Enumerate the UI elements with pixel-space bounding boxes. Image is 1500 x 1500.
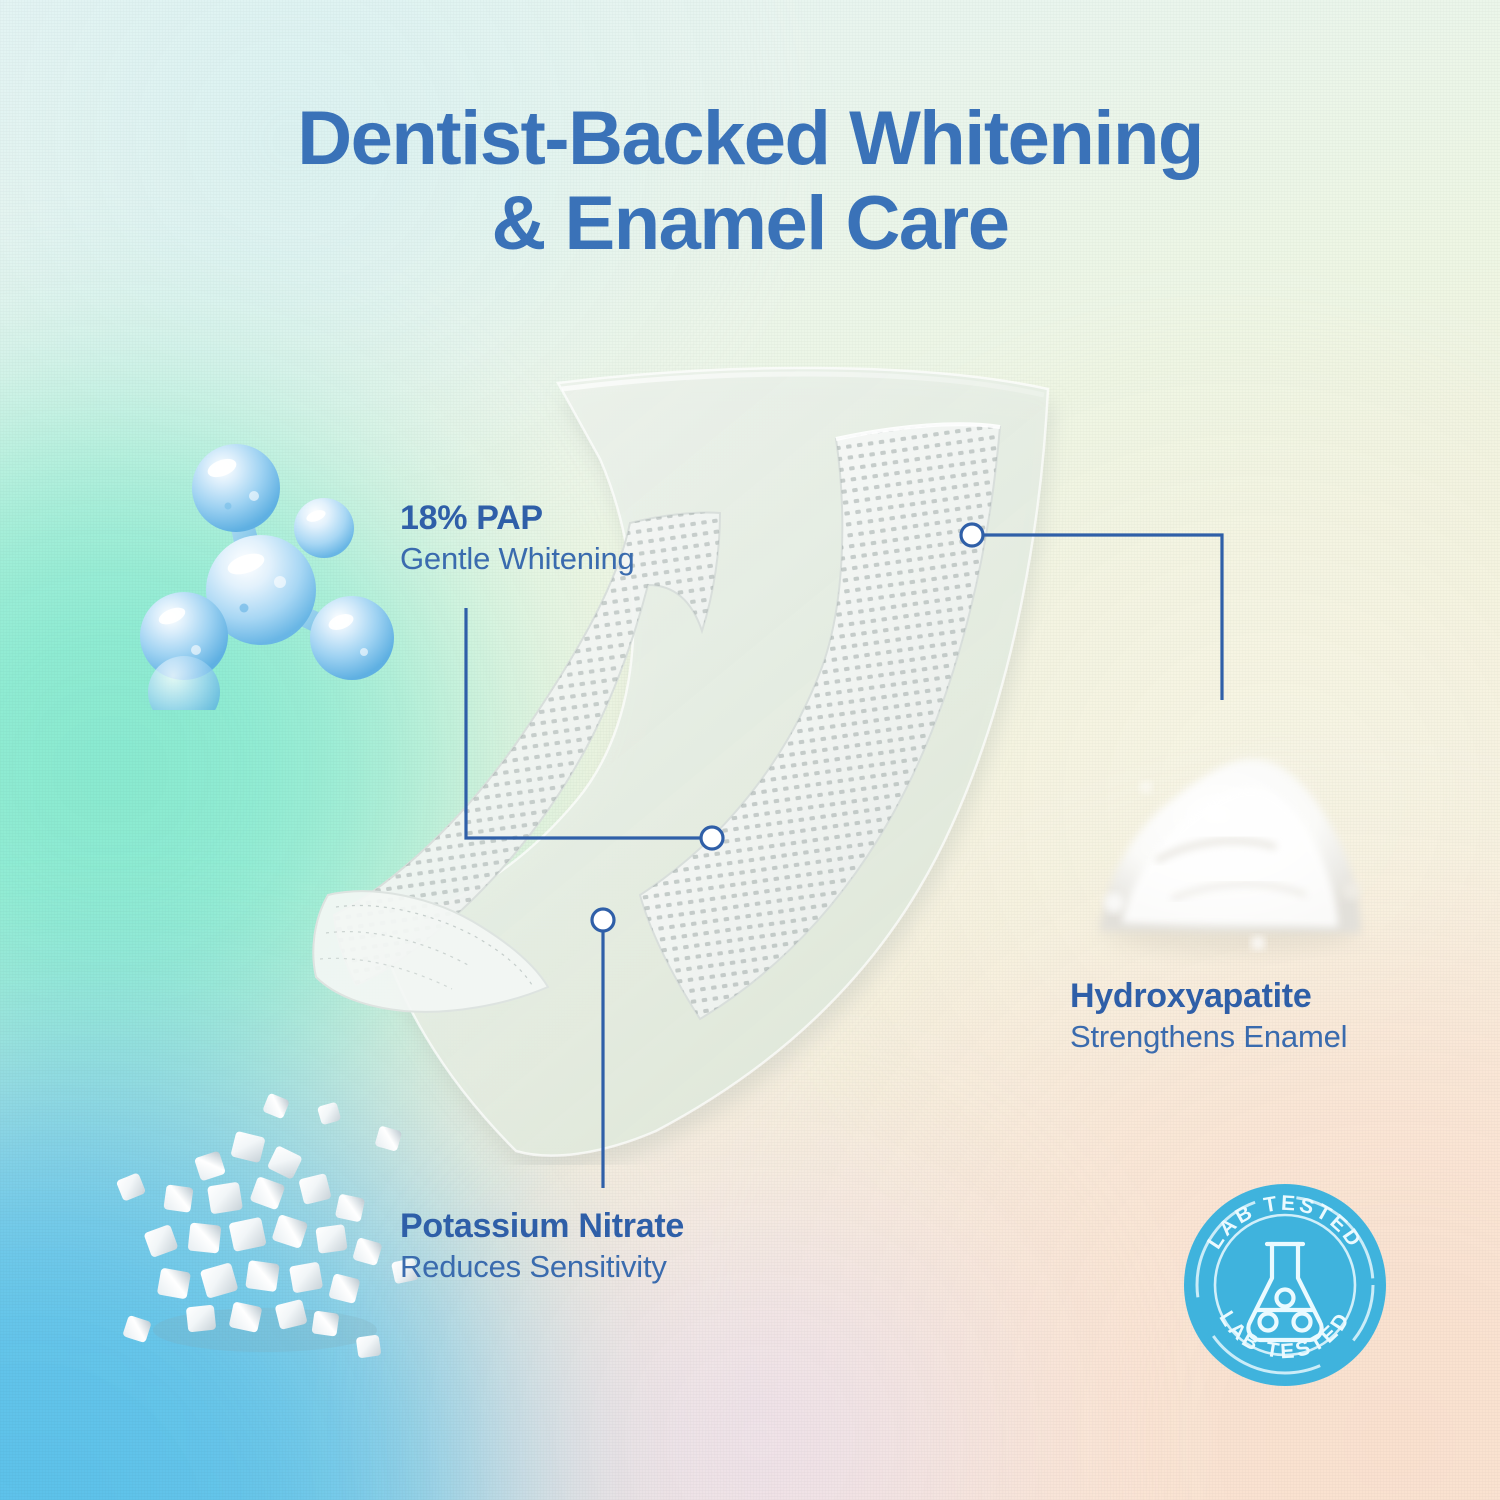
callout-subtitle-pap: Gentle Whitening [400,540,635,576]
headline-line-2: & Enamel Care [491,181,1010,267]
page-title: Dentist-Backed Whitening & Enamel Care [0,96,1500,266]
callout-title-pap: 18% PAP [400,499,543,537]
headline-line-1: Dentist-Backed Whitening [297,96,1204,181]
callout-label-hydroxyapatite: Hydroxyapatite Strengthens Enamel [1070,978,1347,1053]
gel-strip-tab [312,890,550,1013]
callout-label-potassium-nitrate: Potassium Nitrate Reduces Sensitivity [400,1208,684,1283]
gel-strip-upper [638,422,1002,1021]
callout-subtitle-potassium-nitrate: Reduces Sensitivity [400,1248,667,1284]
powder-pile-icon [1060,695,1400,975]
crystal-pile-icon [105,1080,425,1370]
whitening-strip-image [300,355,1100,1185]
molecule-icon [128,430,408,728]
lab-tested-badge: LAB TESTED LAB TESTED [1182,1182,1388,1388]
strip-illustration [312,366,1050,1157]
flask-icon [1246,1241,1324,1343]
badge-circle [1184,1184,1386,1386]
callout-title-potassium-nitrate: Potassium Nitrate [400,1207,684,1245]
callout-subtitle-hydroxyapatite: Strengthens Enamel [1070,1018,1348,1054]
callout-label-pap: 18% PAP Gentle Whitening [400,500,635,575]
callout-title-hydroxyapatite: Hydroxyapatite [1070,977,1312,1015]
